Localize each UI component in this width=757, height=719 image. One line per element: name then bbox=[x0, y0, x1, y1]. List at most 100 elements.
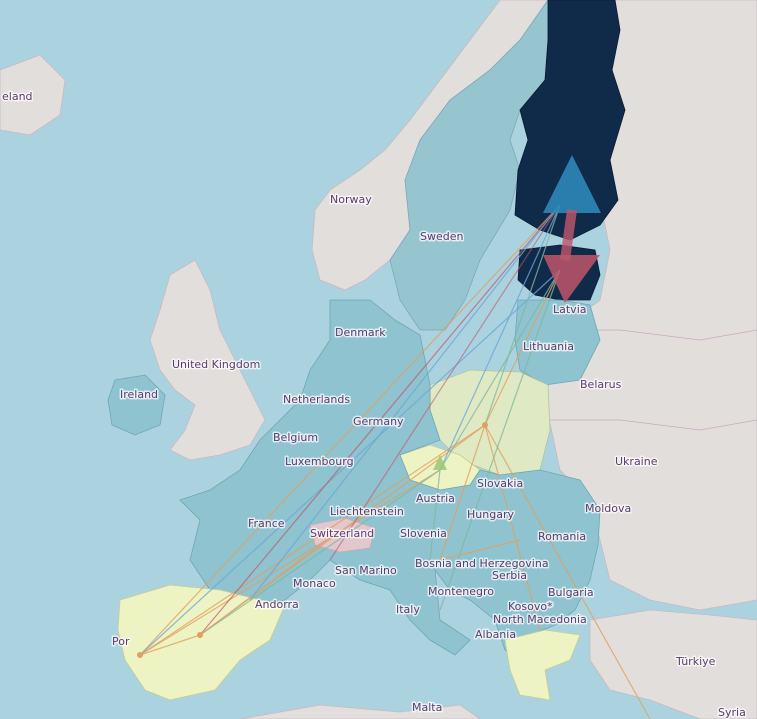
svg-text:Belgium: Belgium bbox=[273, 431, 318, 444]
flow-line bbox=[439, 539, 521, 561]
svg-text:Türkiye: Türkiye bbox=[675, 655, 716, 668]
flow-line bbox=[484, 424, 651, 719]
svg-text:Lithuania: Lithuania bbox=[523, 340, 574, 353]
svg-text:Liechtenstein: Liechtenstein bbox=[330, 505, 404, 518]
label-slovakia: Slovakia bbox=[477, 477, 523, 490]
flow-thick-line bbox=[560, 209, 577, 261]
svg-text:Romania: Romania bbox=[538, 530, 586, 543]
flow-line bbox=[439, 269, 561, 611]
svg-text:Germany: Germany bbox=[353, 415, 404, 428]
flow-line bbox=[484, 424, 541, 631]
svg-text:United Kingdom: United Kingdom bbox=[172, 358, 260, 371]
label-bosnia: Bosnia and Herzegovina bbox=[415, 557, 549, 570]
label-belgium: Belgium bbox=[273, 431, 318, 444]
land-uk bbox=[149, 259, 266, 461]
label-germany: Germany bbox=[353, 415, 404, 428]
svg-text:Sweden: Sweden bbox=[420, 230, 463, 243]
label-malta: Malta bbox=[412, 701, 442, 714]
label-bulgaria: Bulgaria bbox=[548, 586, 594, 599]
label-albania: Albania bbox=[475, 628, 516, 641]
svg-text:Luxembourg: Luxembourg bbox=[285, 455, 354, 468]
border-line bbox=[545, 419, 757, 431]
svg-text:Malta: Malta bbox=[412, 701, 442, 714]
svg-text:Montenegro: Montenegro bbox=[428, 585, 494, 598]
label-denmark: Denmark bbox=[335, 326, 386, 339]
label-iceland-edge: eland bbox=[2, 90, 33, 103]
svg-text:eland: eland bbox=[2, 90, 33, 103]
flow-line bbox=[329, 204, 561, 561]
flow-line bbox=[199, 529, 341, 636]
land-turkey bbox=[589, 609, 757, 719]
label-moldova: Moldova bbox=[585, 502, 631, 515]
svg-text:France: France bbox=[248, 517, 285, 530]
label-sweden: Sweden bbox=[420, 230, 463, 243]
land-greece bbox=[504, 629, 581, 701]
flow-line bbox=[139, 634, 201, 656]
flow-line bbox=[249, 204, 561, 601]
svg-text:Slovakia: Slovakia bbox=[477, 477, 523, 490]
label-lithuania: Lithuania bbox=[523, 340, 574, 353]
label-hungary: Hungary bbox=[467, 508, 514, 521]
land-baltics bbox=[514, 299, 601, 386]
label-serbia: Serbia bbox=[492, 569, 527, 582]
label-montenegro: Montenegro bbox=[428, 585, 494, 598]
label-united-kingdom: United Kingdom bbox=[172, 358, 260, 371]
label-north-macedonia: North Macedonia bbox=[493, 613, 587, 626]
label-slovenia: Slovenia bbox=[400, 527, 447, 540]
arrow-small-green bbox=[433, 455, 447, 470]
label-ireland: Ireland bbox=[120, 388, 158, 401]
flow-line bbox=[199, 469, 441, 636]
land-ireland bbox=[107, 374, 166, 436]
label-san-marino: San Marino bbox=[335, 564, 397, 577]
label-luxembourg: Luxembourg bbox=[285, 455, 354, 468]
label-italy: Italy bbox=[396, 603, 420, 616]
svg-text:Ireland: Ireland bbox=[120, 388, 158, 401]
flow-line bbox=[139, 424, 486, 656]
label-portugal-edge: Por bbox=[112, 635, 130, 648]
arrow-up-blue[interactable] bbox=[543, 155, 601, 213]
flow-line bbox=[439, 204, 561, 471]
flow-line bbox=[439, 269, 561, 471]
label-belarus: Belarus bbox=[580, 378, 622, 391]
label-latvia: Latvia bbox=[553, 303, 587, 316]
label-austria: Austria bbox=[416, 492, 455, 505]
svg-text:Slovenia: Slovenia bbox=[400, 527, 447, 540]
svg-text:Latvia: Latvia bbox=[553, 303, 587, 316]
svg-text:Austria: Austria bbox=[416, 492, 455, 505]
label-andorra: Andorra bbox=[255, 598, 299, 611]
node-marker bbox=[482, 422, 488, 428]
flow-lines bbox=[139, 204, 651, 719]
flow-line bbox=[429, 469, 441, 561]
label-syria-edge: Syria bbox=[718, 706, 746, 719]
label-monaco: Monaco bbox=[293, 577, 336, 590]
flow-line bbox=[484, 204, 561, 426]
svg-text:Hungary: Hungary bbox=[467, 508, 514, 521]
label-liechtenstein: Liechtenstein bbox=[330, 505, 404, 518]
flow-line bbox=[199, 204, 561, 636]
svg-text:Kosovo*: Kosovo* bbox=[508, 600, 553, 613]
svg-text:North Macedonia: North Macedonia bbox=[493, 613, 587, 626]
svg-text:Bulgaria: Bulgaria bbox=[548, 586, 594, 599]
svg-text:San Marino: San Marino bbox=[335, 564, 397, 577]
svg-text:Monaco: Monaco bbox=[293, 577, 336, 590]
node-marker bbox=[137, 652, 143, 658]
svg-text:Por: Por bbox=[112, 635, 130, 648]
arrow-down-red[interactable] bbox=[543, 255, 600, 303]
flow-line bbox=[484, 269, 561, 426]
map-labels: eland eland Norway Norway Sweden Sweden … bbox=[1, 89, 748, 719]
node-marker bbox=[197, 632, 203, 638]
svg-text:Norway: Norway bbox=[330, 193, 372, 206]
svg-text:Ukraine: Ukraine bbox=[615, 455, 658, 468]
land-south-edge bbox=[239, 704, 481, 719]
label-netherlands: Netherlands bbox=[283, 393, 350, 406]
main-flow-arrows[interactable] bbox=[137, 155, 601, 658]
svg-text:Andorra: Andorra bbox=[255, 598, 299, 611]
svg-text:Serbia: Serbia bbox=[492, 569, 527, 582]
land-iberia bbox=[117, 584, 286, 701]
svg-text:Moldova: Moldova bbox=[585, 502, 631, 515]
flow-line bbox=[139, 204, 561, 656]
label-kosovo: Kosovo* bbox=[508, 600, 553, 613]
land-sweden bbox=[389, 0, 549, 331]
